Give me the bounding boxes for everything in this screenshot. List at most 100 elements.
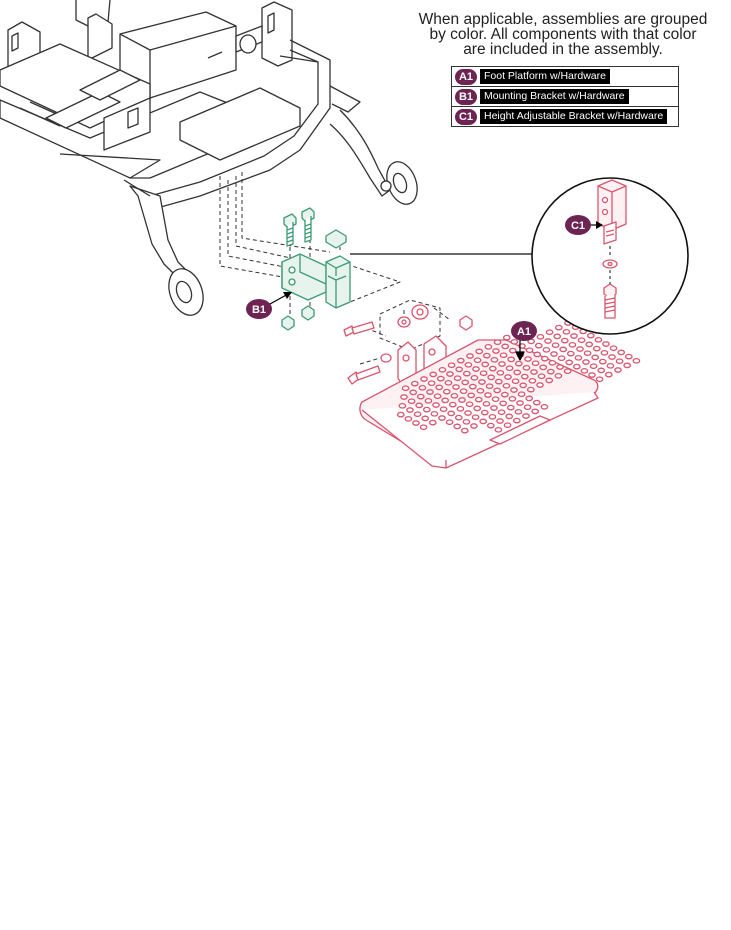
platform-hole (500, 391, 509, 398)
platform-hole (398, 402, 407, 409)
platform-hole (441, 397, 450, 404)
platform-hole (415, 402, 424, 409)
platform-hole (462, 418, 471, 425)
platform-hole (481, 361, 490, 368)
platform-hole (594, 336, 603, 343)
platform-hole (430, 410, 439, 417)
platform-hole (468, 383, 477, 390)
platform-hole (520, 373, 529, 380)
platform-holes (396, 320, 641, 434)
platform-hole (432, 402, 440, 408)
platform-hole (554, 372, 563, 379)
platform-hole (589, 363, 598, 370)
mounting-bracket-assembly (281, 207, 351, 331)
platform-hole (493, 387, 502, 394)
platform-hole (548, 359, 557, 366)
platform-hole (542, 346, 551, 353)
platform-hole (445, 419, 454, 426)
platform-hole (496, 369, 505, 376)
platform-hole (624, 353, 633, 360)
platform-hole (600, 349, 609, 356)
platform-hole (572, 363, 581, 370)
platform-hole (404, 415, 413, 422)
legend-row-a1: A1 Foot Platform w/Hardware (452, 67, 678, 87)
platform-hole (413, 411, 422, 418)
platform-hole (598, 358, 607, 365)
platform-hole (557, 355, 566, 362)
platform-hole (487, 374, 496, 381)
legend-badge: B1 (455, 88, 477, 105)
platform-hole (460, 427, 469, 434)
platform-hole (512, 417, 521, 424)
platform-hole (410, 380, 419, 387)
platform-hole (462, 370, 471, 377)
platform-hole (493, 339, 502, 346)
platform-hole (506, 404, 515, 411)
platform-hole (446, 371, 454, 377)
platform-hole (511, 378, 520, 385)
platform-hole (406, 407, 414, 413)
platform-hole (576, 346, 584, 352)
platform-hole (497, 409, 506, 416)
platform-hole (502, 334, 511, 341)
platform-hole (461, 379, 470, 386)
platform-hole (591, 354, 600, 361)
platform-hole (473, 405, 482, 412)
platform-hole (609, 345, 618, 352)
platform-hole (586, 332, 595, 339)
platform-hole (597, 367, 606, 374)
platform-hole (476, 387, 485, 394)
platform-hole (420, 376, 428, 382)
platform-hole (421, 415, 430, 422)
platform-hole (422, 406, 431, 413)
platform-hole (400, 394, 408, 400)
platform-hole (416, 393, 425, 400)
platform-hole (595, 376, 604, 383)
platform-hole (525, 395, 534, 402)
platform-hole (510, 387, 518, 393)
platform-hole (470, 374, 479, 381)
platform-hole (442, 388, 451, 395)
platform-hole (466, 353, 474, 359)
platform-hole (494, 426, 503, 433)
platform-hole (551, 342, 560, 349)
platform-hole (486, 422, 495, 429)
platform-hole (419, 424, 428, 431)
platform-hole (490, 356, 499, 363)
legend-label: Foot Platform w/Hardware (480, 69, 610, 84)
platform-hole (522, 364, 531, 371)
platform-hole (510, 338, 519, 345)
platform-hole (519, 382, 528, 389)
platform-hole (436, 375, 445, 382)
platform-hole (514, 408, 523, 415)
platform-hole (475, 348, 484, 355)
platform-hole (488, 365, 497, 372)
legend-label: Height Adjustable Bracket w/Hardware (480, 109, 668, 124)
platform-hole (433, 393, 442, 400)
platform-hole (488, 413, 497, 420)
platform-hole (438, 366, 447, 373)
platform-hole (585, 341, 594, 348)
platform-hole (479, 370, 488, 377)
foot-platform-assembly (343, 304, 641, 469)
platform-hole (559, 346, 568, 353)
platform-hole (574, 354, 583, 361)
platform-hole (534, 342, 543, 349)
platform-hole (568, 341, 577, 348)
platform-hole (480, 409, 489, 416)
note-line: When applicable, assemblies are grouped (418, 11, 708, 28)
platform-hole (531, 408, 540, 415)
platform-hole (582, 359, 590, 365)
platform-hole (471, 414, 480, 421)
platform-hole (563, 368, 572, 375)
platform-hole (553, 333, 562, 340)
platform-hole (454, 414, 463, 421)
callout-a1: A1 (511, 321, 537, 341)
platform-hole (407, 398, 416, 405)
platform-hole (490, 405, 498, 411)
platform-hole (536, 382, 544, 388)
platform-hole (623, 362, 632, 369)
platform-hole (456, 357, 465, 364)
platform-hole (472, 366, 480, 372)
